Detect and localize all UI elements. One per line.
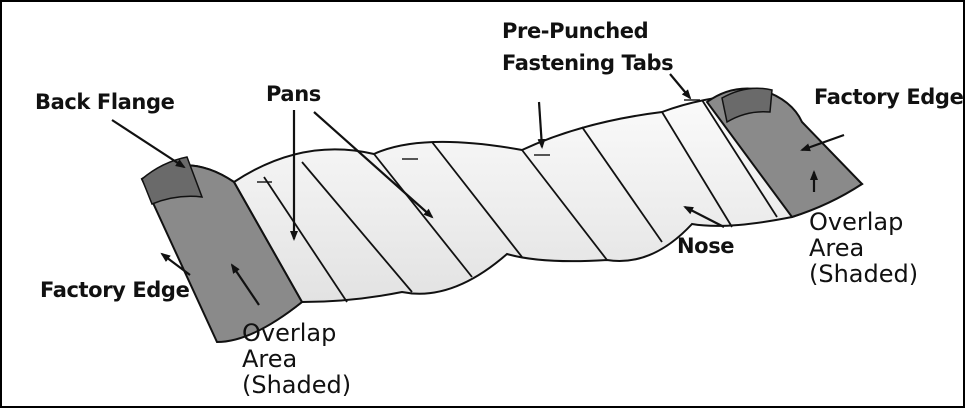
left-back-flange [142,157,202,204]
label-overlap-right: Overlap Area (Shaded) [809,209,918,287]
overlap-left-line-2: Area [242,346,351,372]
label-overlap-left: Overlap Area (Shaded) [242,320,351,398]
overlap-right-line-3: (Shaded) [809,261,918,287]
overlap-right-line-2: Area [809,235,918,261]
arrow-back-flange [112,120,184,167]
label-nose: Nose [677,234,734,259]
label-back-flange: Back Flange [35,90,174,115]
overlap-left-line-3: (Shaded) [242,372,351,398]
arrow-fastening-tab-right [670,74,690,98]
label-factory-edge-left: Factory Edge [40,278,189,303]
label-fastening-tabs: Fastening Tabs [502,51,673,76]
overlap-right-line-1: Overlap [809,209,918,235]
label-factory-edge-right: Factory Edge [814,85,963,110]
overlap-left-line-1: Overlap [242,320,351,346]
label-pre-punched: Pre-Punched [502,19,648,44]
arrow-fastening-tab-left [539,102,542,147]
label-pans: Pans [266,82,321,107]
